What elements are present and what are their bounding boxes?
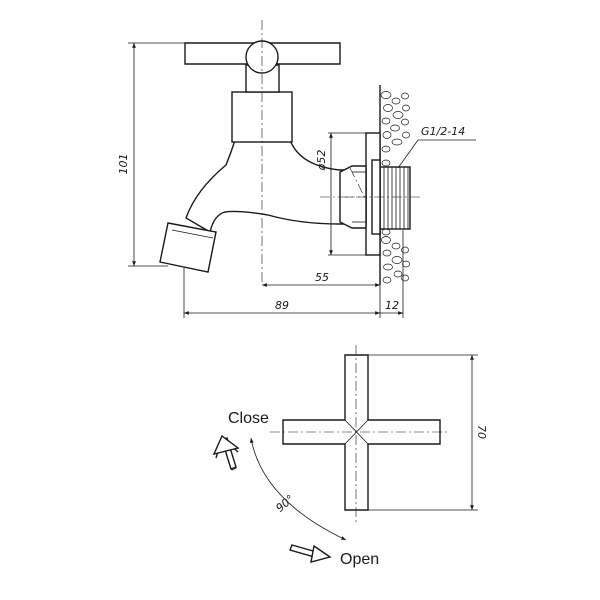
threaded-pipe	[379, 166, 411, 230]
dim-handle-width: 70	[368, 354, 488, 511]
thread-callout: G1/2-14	[397, 125, 476, 169]
dim-total-length-label: 89	[275, 299, 289, 312]
spout-aerator	[159, 222, 217, 273]
dim-handle-width-label: 70	[475, 425, 488, 439]
dim-height-label: 101	[117, 154, 130, 175]
dim-total-length: 89 12	[183, 230, 404, 318]
dim-height: 101	[117, 42, 185, 267]
side-view: 101 ø52 55 89 12 G1/2-14	[117, 20, 476, 318]
close-arrow-icon	[212, 434, 240, 471]
rotation-label: 90°	[273, 492, 296, 514]
open-arrow-icon	[289, 544, 332, 563]
close-label: Close	[228, 410, 269, 427]
wall-section	[379, 85, 411, 285]
wall-stones	[380, 91, 410, 284]
rotation-arc	[249, 437, 347, 541]
cross-handle-top	[282, 354, 441, 511]
spout-body	[185, 139, 367, 234]
dim-inner-length-label: 55	[315, 271, 329, 284]
thread-label: G1/2-14	[421, 125, 465, 138]
dim-inner-length: 55	[262, 271, 380, 287]
dim-flange-dia: ø52	[315, 132, 366, 256]
dim-flange-dia-label: ø52	[315, 150, 328, 172]
open-label: Open	[340, 551, 379, 568]
dim-wall-label: 12	[385, 299, 399, 312]
top-view: 70 90° Close Open	[212, 345, 488, 568]
